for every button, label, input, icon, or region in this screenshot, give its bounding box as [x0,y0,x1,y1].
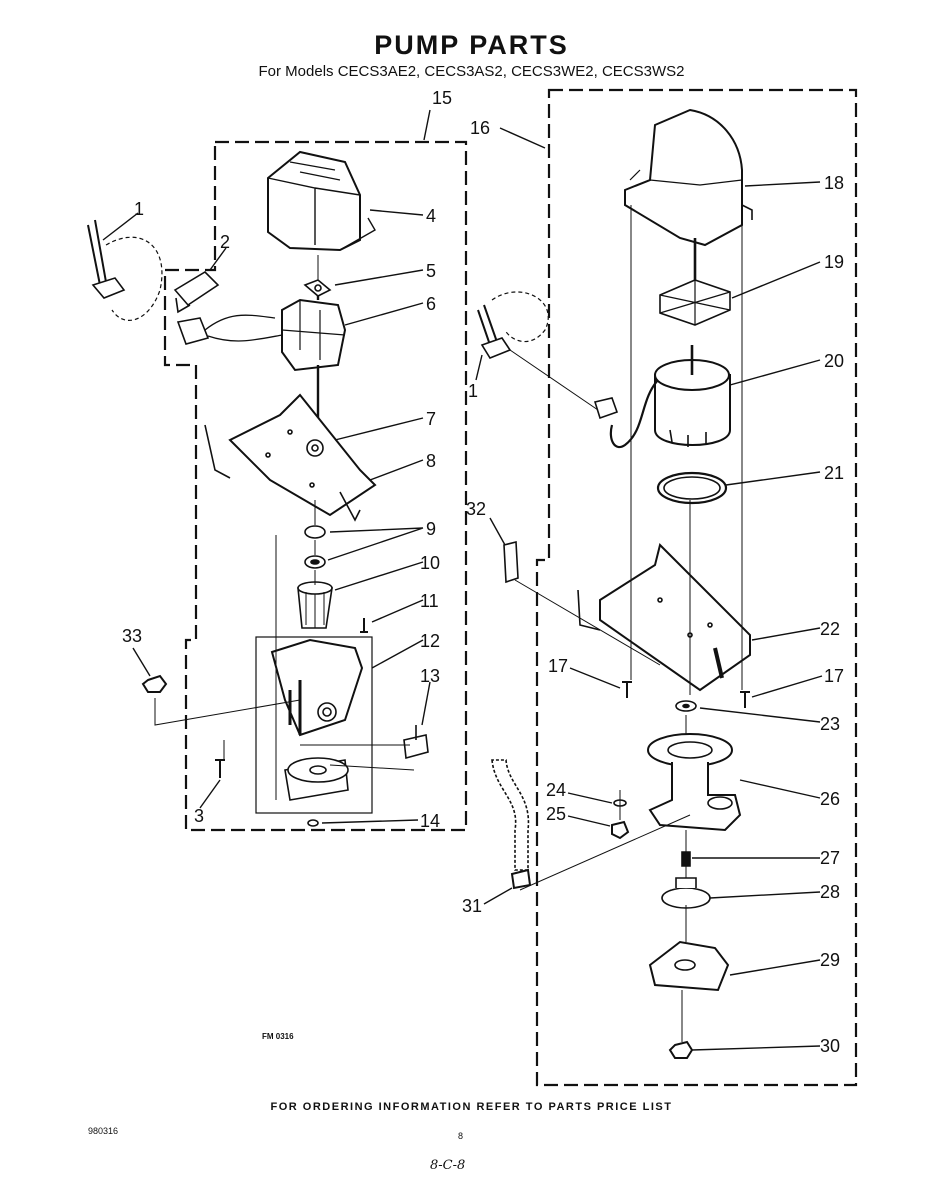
callout-label: 28 [820,882,840,902]
callout-label: 29 [820,950,840,970]
part-29-base-plate [648,940,730,992]
callout-label: 17 [548,656,568,676]
part-10-impeller [297,581,333,629]
callout-label: 33 [122,626,142,646]
part-1-cord-right [477,291,619,420]
callout-label: 27 [820,848,840,868]
part-5-fan [303,279,332,297]
part-27-spring [681,851,691,867]
part-19-fan-blade [659,238,731,326]
callout-label: 3 [194,806,204,826]
callout-label: 6 [426,294,436,314]
callout-label: 22 [820,619,840,639]
callout-label: 13 [420,666,440,686]
left-axis-lines [154,255,415,800]
part-3-screw [215,759,225,778]
assembly-12-outline [255,636,373,814]
callout-label: 10 [420,553,440,573]
callout-label: 21 [824,463,844,483]
part-30-nut [668,1040,694,1059]
part-26-pump-body [647,733,742,832]
callout-label: 19 [824,252,844,272]
part-21-ring [656,471,728,505]
callout-label: 31 [462,896,482,916]
part-9-washers [304,525,326,569]
part-18-motor-cover [624,108,753,247]
callout-label: 18 [824,173,844,193]
callout-label: 32 [466,499,486,519]
part-28-impeller [661,877,711,909]
assembly-16-outline [535,88,858,1087]
part-23-washer [675,700,697,712]
callout-label: 5 [426,261,436,281]
callout-label: 15 [432,88,452,108]
callout-label: 23 [820,714,840,734]
callout-label: 25 [546,804,566,824]
callout-label: 26 [820,789,840,809]
part-6-housing [281,296,347,420]
document-number: 980316 [88,1126,119,1136]
callout-label: 4 [426,206,436,226]
right-axis-lines [509,205,743,1042]
handwritten-note: 8-C-8 [430,1158,466,1173]
callout-label: 12 [420,631,440,651]
part-17-screws [622,681,750,708]
part-12-pump-body [270,638,364,737]
callout-label: 8 [426,451,436,471]
callout-label: 11 [420,591,439,611]
ordering-note: FOR ORDERING INFORMATION REFER TO PARTS … [270,1101,673,1113]
callout-label: 7 [426,409,436,429]
callout-label: 30 [820,1036,840,1056]
callout-label: 20 [824,351,844,371]
callout-label: 24 [546,780,566,800]
part-8-bracket [204,393,377,522]
callout-label: 17 [824,666,844,686]
part-13-sensor [403,725,429,760]
callout-label: 2 [220,232,230,252]
part-1-cord-left [87,219,283,345]
assembly-15-outline [163,140,468,832]
callout-label: 1 [468,381,478,401]
figure-code: FM 0316 [262,1032,294,1041]
part-20-motor [609,345,731,449]
part-31-hose [491,759,532,890]
part-33-nut [141,674,168,693]
part-4-motor [267,150,376,252]
callout-label: 14 [420,811,440,831]
part-22-bracket [577,543,751,692]
part-32-gasket [503,540,519,584]
leader-lines [102,109,823,1051]
callout-label: 9 [426,519,436,539]
page-title: PUMP PARTS [374,30,569,60]
page-number: 8 [458,1131,464,1141]
callout-label: 1 [134,199,144,219]
part-14-base [284,757,349,827]
callout-label: 16 [470,118,490,138]
model-list: For Models CECS3AE2, CECS3AS2, CECS3WE2,… [258,63,685,80]
part-2-cover [173,270,220,314]
part-11-screw [360,618,368,633]
